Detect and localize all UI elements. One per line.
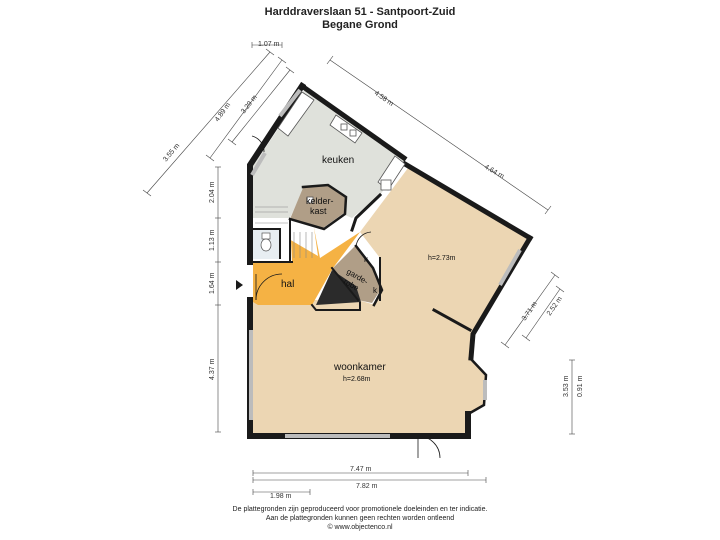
windows — [249, 88, 522, 438]
page-title: Harddraverslaan 51 - Santpoort-Zuid — [264, 6, 456, 18]
kelderkast-area — [290, 186, 345, 228]
room-label-woonkamer-height: h=2.68m — [343, 376, 371, 383]
dim-4-89: 4.89 m — [214, 102, 232, 124]
footer-line-1: De plattegronden zijn geproduceerd voor … — [232, 506, 488, 513]
dim-4-58: 4.58 m — [373, 90, 395, 108]
dim-1-98: 1.98 m — [270, 493, 292, 500]
dim-3-55: 3.55 m — [162, 142, 181, 163]
entrance-arrow — [236, 280, 243, 290]
dim-0-91: 0.91 m — [577, 375, 584, 397]
doors — [251, 135, 441, 459]
staircase — [253, 218, 318, 262]
dim-4-37: 4.37 m — [209, 358, 216, 380]
room-label-hal: hal — [281, 279, 294, 290]
dark-void — [316, 270, 361, 305]
room-label-woonkamer: woonkamer — [333, 362, 386, 373]
dim-7-82: 7.82 m — [356, 483, 378, 490]
dim-1-64: 1.64 m — [209, 272, 216, 294]
dim-4-64: 4.64 m — [483, 164, 505, 181]
dim-3-71: 3.71 m — [521, 300, 539, 322]
dim-1-13: 1.13 m — [209, 229, 216, 251]
page-subtitle: Begane Grond — [322, 19, 398, 31]
room-label-extension-height: h=2.73m — [428, 255, 456, 262]
footer-line-2: Aan de plattegronden kunnen geen rechten… — [265, 515, 455, 522]
room-label-kelderkast-1: kelder- — [306, 196, 334, 206]
dim-7-47: 7.47 m — [350, 466, 372, 473]
woonkamer-area — [250, 168, 527, 434]
room-label-k2: k — [373, 286, 378, 295]
dim-2-52: 2.52 m — [546, 295, 564, 317]
dimension-lines — [142, 42, 575, 495]
room-label-k1: k — [364, 255, 369, 264]
room-label-kelderkast-2: kast — [310, 206, 327, 216]
kitchen-counter — [277, 91, 406, 204]
room-label-keuken: keuken — [322, 155, 354, 166]
dim-2-04: 2.04 m — [209, 181, 216, 203]
dim-3-53: 3.53 m — [563, 375, 570, 397]
dim-1-07: 1.07 m — [258, 41, 280, 48]
walls — [247, 81, 534, 439]
stair-steps — [255, 206, 313, 258]
footer-line-3: © www.objectenco.nl — [327, 524, 393, 531]
hal-area — [253, 228, 360, 305]
toilet-fixture — [260, 232, 272, 252]
garderobe-area — [333, 246, 381, 303]
